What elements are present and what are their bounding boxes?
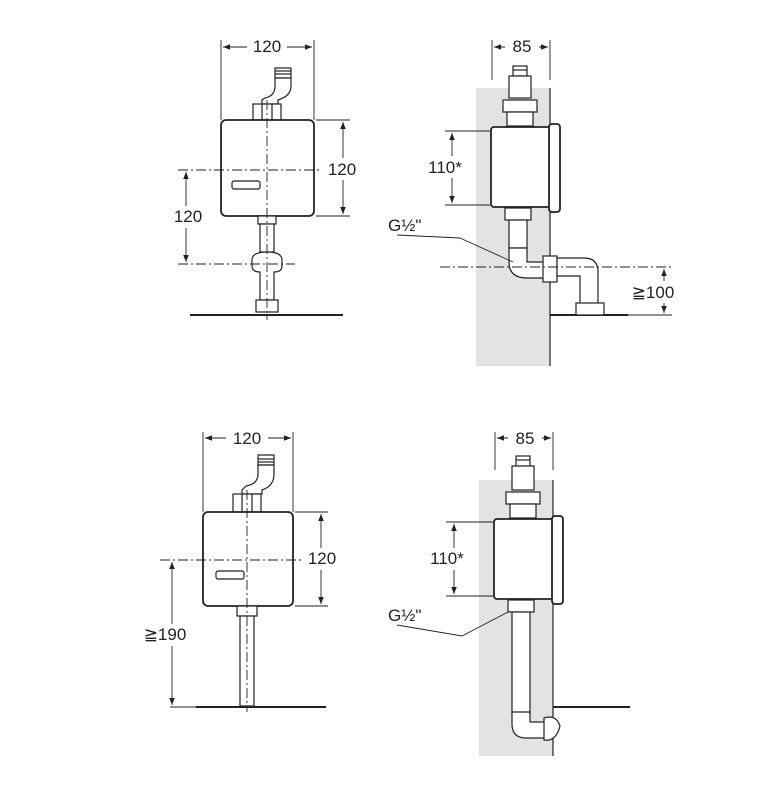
front-view-floor-outlet: 120 120 120 — [168, 36, 362, 320]
min-height-dimension-label: ≧100 — [632, 283, 675, 302]
thread-size-label: G½" — [388, 216, 421, 235]
depth-dimension-label: 85 — [516, 429, 535, 448]
height-dimension-label: 110* — [430, 549, 464, 568]
front-view-wall-outlet: 120 120 ≧190 — [136, 428, 342, 712]
min-height-dimension-label: ≧190 — [144, 625, 187, 644]
height-dimension-label: 120 — [328, 160, 356, 179]
side-view-floor-outlet: 85 110* G½" ≧100 — [388, 36, 682, 366]
depth-dimension-label: 85 — [513, 37, 532, 56]
width-dimension-label: 120 — [233, 429, 261, 448]
side-view-wall-outlet: 85 110* G½" — [388, 428, 630, 756]
height-dimension-label: 110* — [428, 158, 462, 177]
width-dimension-label: 120 — [253, 37, 281, 56]
thread-size-label: G½" — [388, 606, 421, 625]
offset-dimension-label: 120 — [174, 207, 202, 226]
height-dimension-label: 120 — [308, 549, 336, 568]
